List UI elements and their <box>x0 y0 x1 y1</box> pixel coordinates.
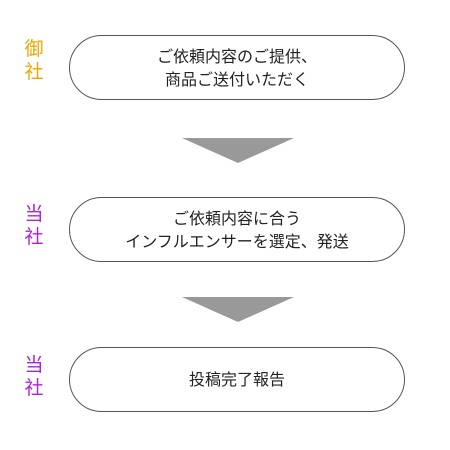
actor-label-client: 御 社 <box>20 38 48 84</box>
step-text-line: インフルエンサーを選定、発送 <box>125 231 349 251</box>
step-box-select-ship: ご依頼内容に合う インフルエンサーを選定、発送 <box>69 197 405 262</box>
down-arrow-icon <box>182 138 294 163</box>
step-box-request: ご依頼内容のご提供、 商品ご送付いただく <box>69 35 405 100</box>
actor-label-company: 当 社 <box>20 203 48 249</box>
step-text-line: ご依頼内容のご提供、 <box>156 46 317 66</box>
down-arrow-icon <box>182 297 294 322</box>
step-text-line: 商品ご送付いただく <box>164 69 309 89</box>
actor-label-char: 社 <box>24 377 44 399</box>
actor-label-char: 当 <box>24 203 44 225</box>
actor-label-char: 社 <box>24 61 44 83</box>
step-box-report: 投稿完了報告 <box>69 347 405 412</box>
actor-label-char: 当 <box>24 354 44 376</box>
actor-label-char: 社 <box>24 226 44 248</box>
actor-label-company: 当 社 <box>20 354 48 400</box>
step-text-line: 投稿完了報告 <box>188 370 285 389</box>
actor-label-char: 御 <box>24 38 44 60</box>
step-text-line: ご依頼内容に合う <box>172 208 301 228</box>
